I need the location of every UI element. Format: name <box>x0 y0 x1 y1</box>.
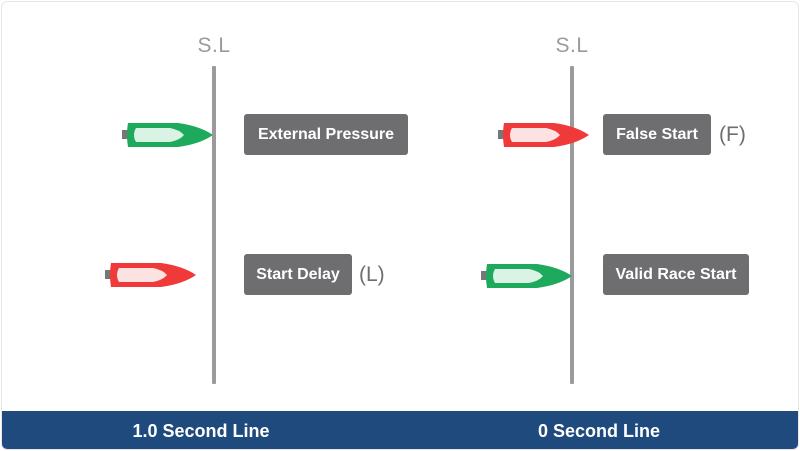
boat-icon <box>481 261 573 291</box>
start-line <box>570 66 574 384</box>
label-external-pressure: External Pressure <box>244 114 408 155</box>
boat-icon <box>498 120 590 150</box>
label-start-delay: Start Delay <box>244 254 352 295</box>
code-start-delay: (L) <box>359 263 385 286</box>
panel-one-second-line: S.L External Pressure Start Delay (L) <box>2 2 408 411</box>
footer-bar: 1.0 Second Line 0 Second Line <box>2 411 798 449</box>
label-valid-race-start: Valid Race Start <box>603 254 749 295</box>
footer-label-one-second: 1.0 Second Line <box>132 420 270 441</box>
start-line-label: S.L <box>197 34 231 57</box>
start-line <box>212 66 216 384</box>
boat-icon <box>105 260 197 290</box>
code-false-start: (F) <box>719 123 746 146</box>
start-line-label: S.L <box>555 34 589 57</box>
footer-label-zero-second: 0 Second Line <box>537 420 661 441</box>
label-false-start: False Start <box>603 114 711 155</box>
boat-icon <box>122 120 214 150</box>
panel-zero-second-line: S.L False Start (F) Valid Race Start <box>400 2 798 411</box>
